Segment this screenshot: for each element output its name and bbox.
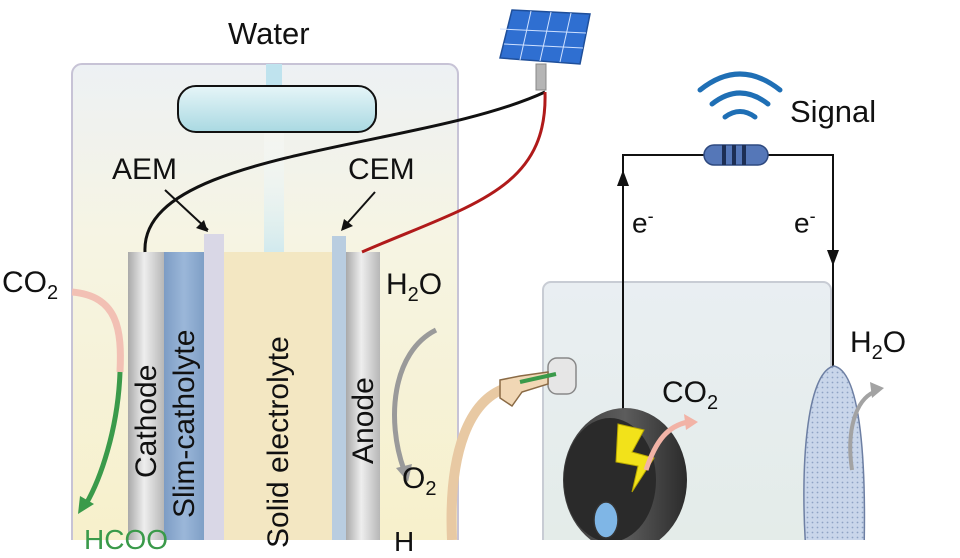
cem-label: CEM <box>348 153 415 186</box>
co2-inflow-arrow <box>71 288 124 373</box>
electron-right-sup: - <box>809 206 816 226</box>
electron-flow-arrowhead-left <box>617 170 629 186</box>
right-cathode <box>803 365 866 540</box>
formate-outflow-arrow <box>83 371 123 506</box>
co2-outflow-arrow <box>643 419 689 471</box>
water-flow-stream <box>264 132 284 272</box>
h2o-input-label: H2O <box>386 268 442 307</box>
solid-electrolyte-region <box>224 252 332 540</box>
aem-pointer-head <box>196 220 208 232</box>
h2o-output-label: H2O <box>850 326 906 365</box>
co2-output-main: CO <box>662 376 707 409</box>
aem-label: AEM <box>112 153 178 186</box>
water-oxidation-arrow <box>392 327 438 471</box>
signal-label: Signal <box>790 94 877 129</box>
h2o-outflow-arrow <box>848 390 875 471</box>
h2o-outflow-arrowhead <box>870 382 884 398</box>
cem-pointer <box>342 191 376 229</box>
electron-left-main: e <box>632 207 648 239</box>
electron-flow-arrowhead-right <box>827 250 839 266</box>
co2-output-sub: 2 <box>707 392 719 414</box>
co2-input-sub: 2 <box>47 282 59 304</box>
wifi-signal-icon <box>697 71 783 120</box>
h2o-output-h: H <box>850 326 872 359</box>
co2-input-main: CO <box>2 266 47 299</box>
h2o-output-o: O <box>882 326 907 359</box>
water-tank <box>177 85 377 133</box>
resistor-icon <box>703 144 769 166</box>
electron-left-sup: - <box>647 206 654 226</box>
solid-electrolyte-label: Solid electrolyte <box>262 336 295 548</box>
fuel-hose <box>446 383 508 540</box>
h2o-input-sub: 2 <box>407 284 419 306</box>
electron-right-main: e <box>794 207 810 239</box>
h2o-input-h: H <box>386 268 408 301</box>
formate-partial-label: HCOO <box>84 524 168 555</box>
hydrogen-partial-label: H <box>394 526 415 557</box>
slim-catholyte-label: Slim-catholyte <box>168 329 201 518</box>
cem-membrane <box>332 236 346 540</box>
fuel-nozzle-icon <box>499 357 577 408</box>
o2-output-sub: 2 <box>425 478 437 500</box>
water-inlet-stream <box>266 64 282 86</box>
h2o-input-o: O <box>418 268 443 301</box>
co2-outflow-arrowhead <box>684 414 698 430</box>
cem-pointer-head <box>341 219 353 231</box>
diagram-canvas <box>71 9 884 540</box>
anode-label: Anode <box>347 377 380 464</box>
co2-output-label: CO2 <box>662 376 718 415</box>
formate-outflow-arrowhead <box>78 496 94 514</box>
lightning-bolt-icon <box>615 423 655 493</box>
cathode-label: Cathode <box>130 364 163 478</box>
anode-wire <box>361 91 547 254</box>
electron-left-label: e- <box>632 206 654 239</box>
slim-catholyte-layer <box>164 252 204 540</box>
anode-electrode <box>346 252 380 540</box>
co2-input-label: CO2 <box>2 266 58 305</box>
electron-right-label: e- <box>794 206 816 239</box>
cathode-wire <box>143 90 546 253</box>
aem-membrane <box>204 234 224 540</box>
cathode-electrode <box>128 252 164 540</box>
water-label: Water <box>228 16 310 51</box>
water-oxidation-arrowhead <box>396 464 412 482</box>
h2o-output-sub: 2 <box>871 342 883 364</box>
o2-output-label: O2 <box>402 462 436 501</box>
solar-panel-icon <box>499 9 591 91</box>
o2-output-main: O <box>402 462 426 495</box>
